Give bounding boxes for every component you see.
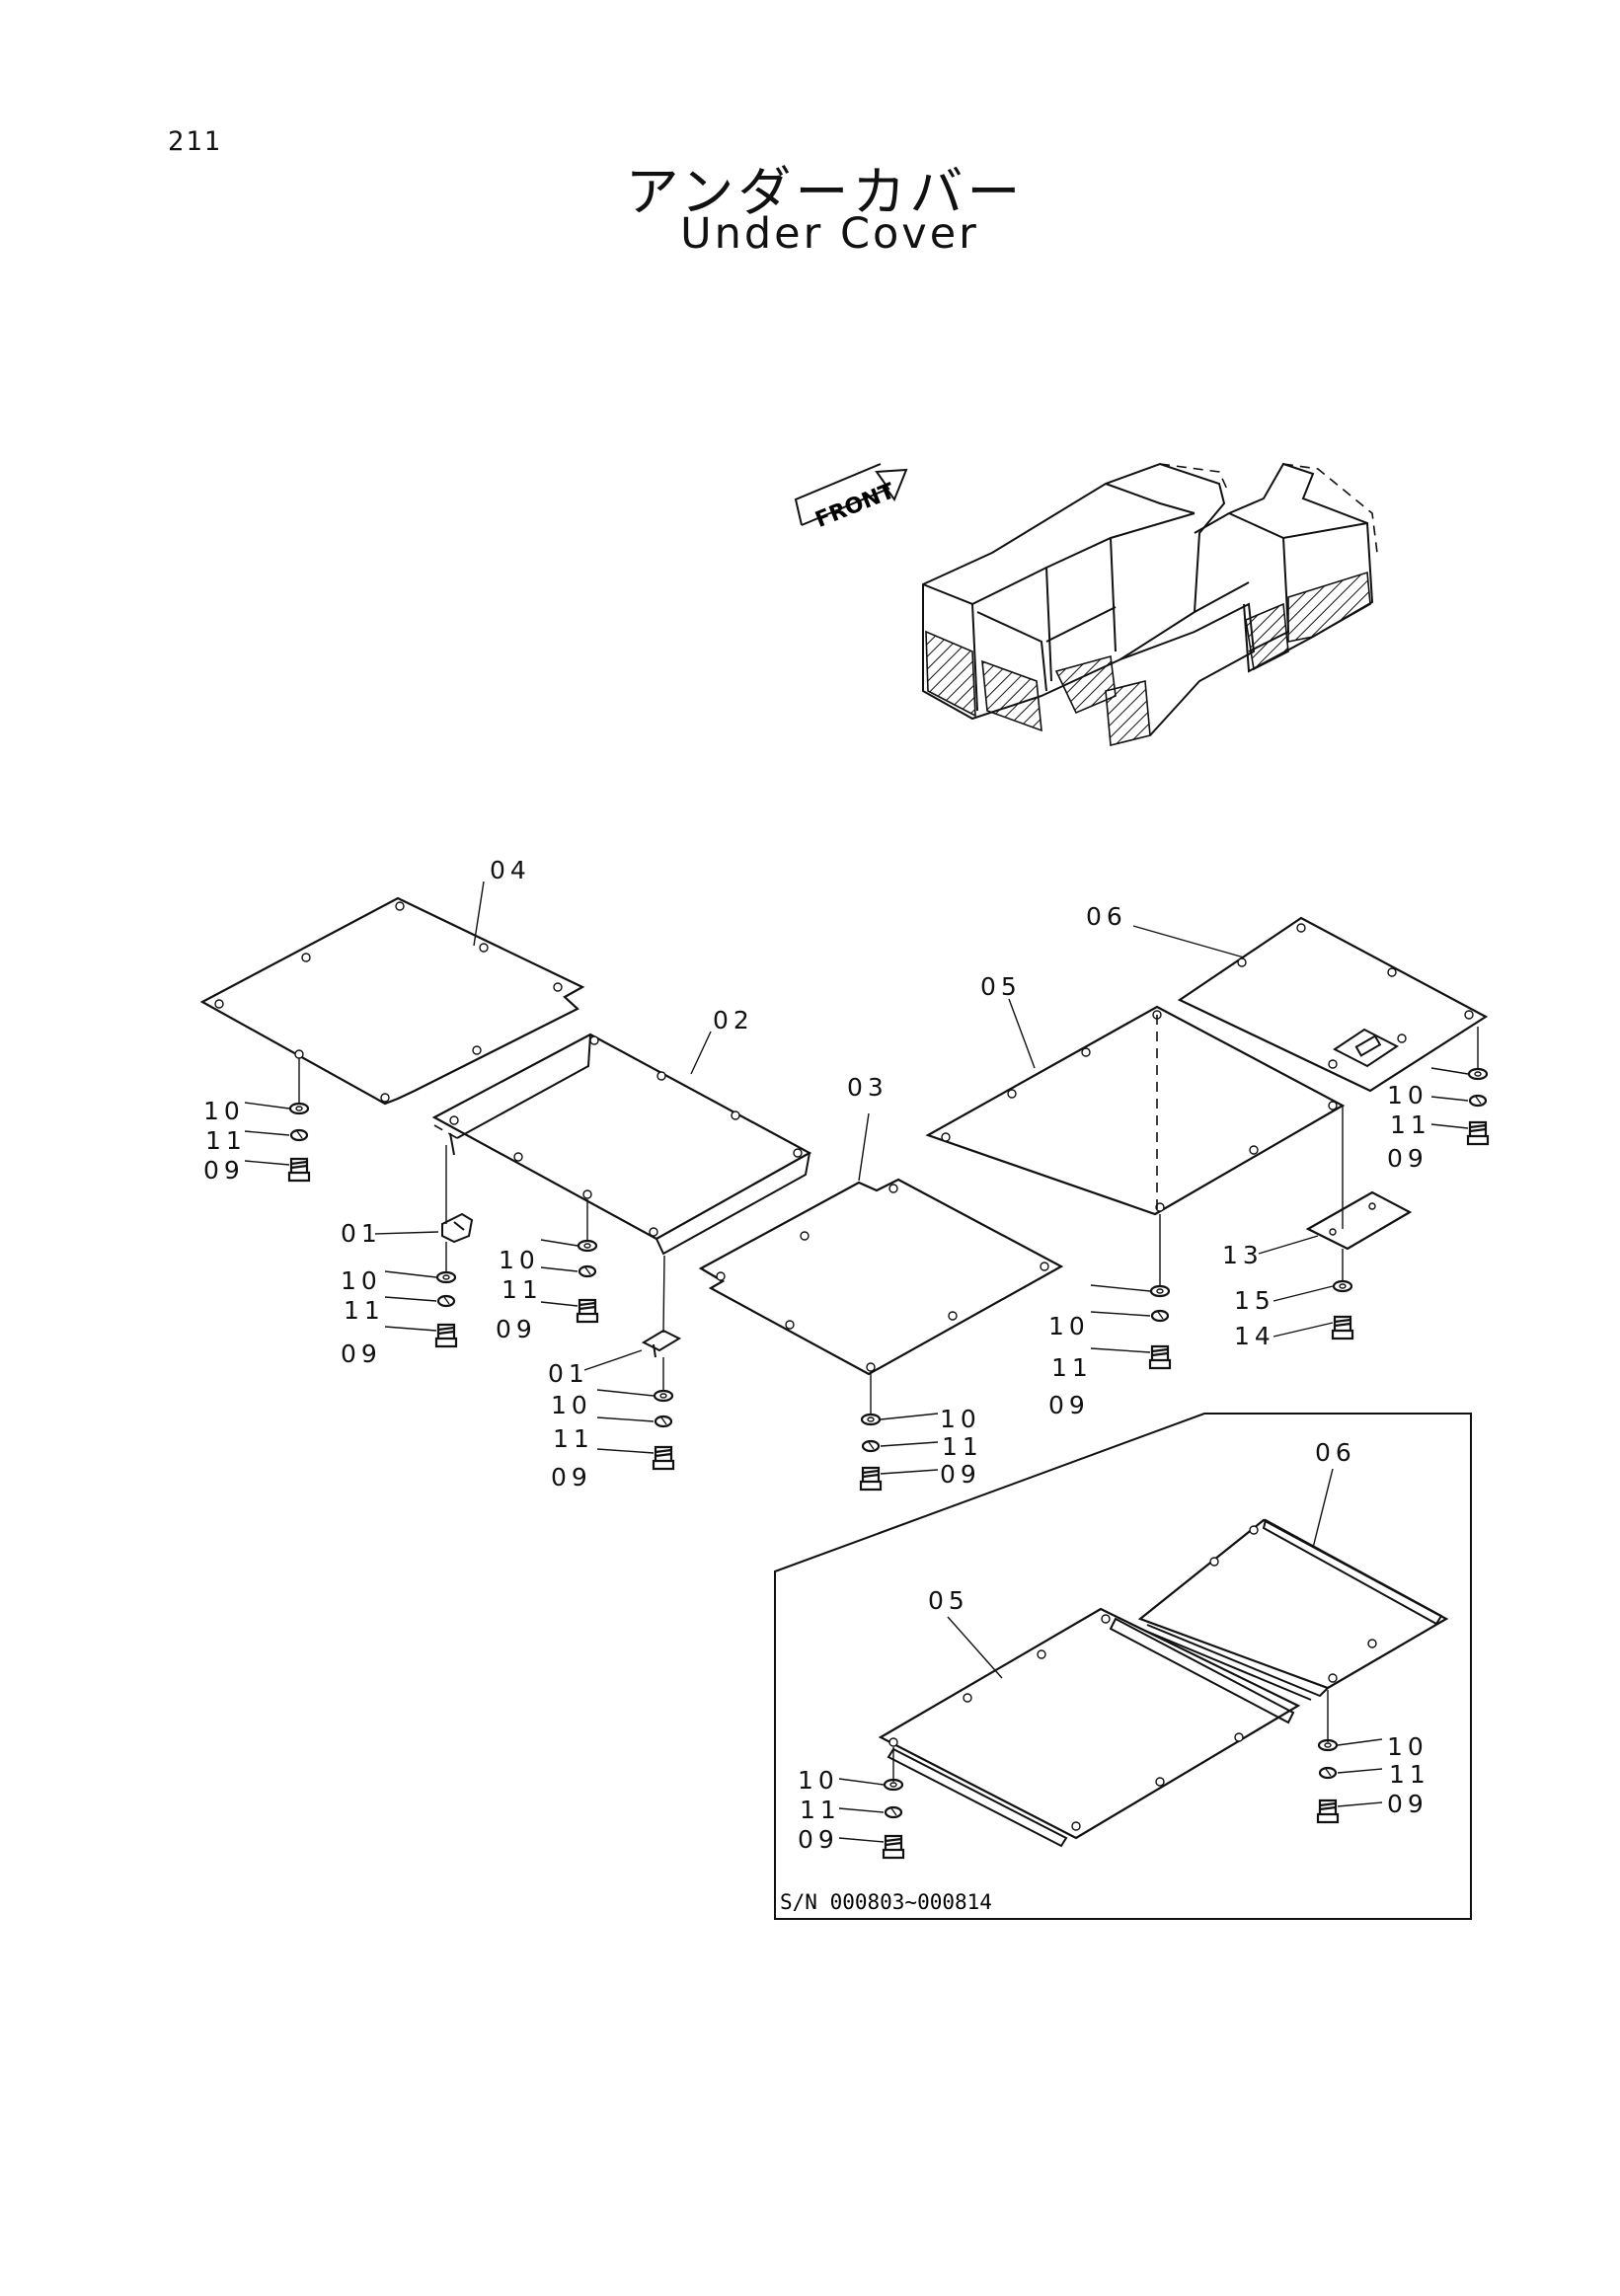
flat-washer-15 <box>1332 1279 1353 1293</box>
label-03: 03 <box>847 1073 888 1102</box>
label-02: 02 <box>713 1006 754 1034</box>
assembly-lines <box>298 1015 1479 1416</box>
flat-washer-4 <box>653 1389 674 1403</box>
label-g1-10: 10 <box>203 1097 245 1125</box>
label-g5-11: 11 <box>942 1432 983 1461</box>
bolt-5 <box>859 1466 883 1492</box>
flat-washer-2 <box>435 1270 457 1284</box>
machine-overview <box>922 462 1378 747</box>
label-g4-11: 11 <box>553 1424 594 1453</box>
title-english: Under Cover <box>680 209 979 259</box>
page-number: 211 <box>168 126 222 157</box>
flat-washer-3 <box>577 1239 598 1253</box>
label-14: 14 <box>1234 1322 1275 1350</box>
title-japanese: アンダーカバー <box>625 161 1025 223</box>
label-g4-10: 10 <box>551 1391 592 1419</box>
inset-box <box>774 1413 1472 1920</box>
label-01-lower: 01 <box>548 1359 589 1388</box>
label-g2-11: 11 <box>344 1296 385 1325</box>
bolt-14 <box>1331 1315 1354 1340</box>
label-01-upper: 01 <box>341 1219 382 1248</box>
label-g3-09: 09 <box>496 1315 537 1343</box>
hardware-stacks <box>244 1067 1490 1860</box>
label-g8-11: 11 <box>800 1796 841 1824</box>
label-inset-05: 05 <box>928 1586 969 1615</box>
label-g5-10: 10 <box>940 1405 981 1433</box>
plate-06 <box>1132 916 1489 1093</box>
label-g2-09: 09 <box>341 1339 382 1368</box>
label-04: 04 <box>490 856 531 884</box>
label-g3-11: 11 <box>501 1275 543 1304</box>
label-g7-11: 11 <box>1390 1110 1431 1139</box>
label-g6-10: 10 <box>1048 1312 1090 1340</box>
bolt-8 <box>882 1834 905 1860</box>
flat-washer-5 <box>860 1413 882 1426</box>
flat-washer-7 <box>1467 1067 1489 1081</box>
label-15: 15 <box>1234 1286 1275 1315</box>
label-g1-11: 11 <box>205 1126 247 1155</box>
label-g6-09: 09 <box>1048 1391 1090 1419</box>
label-inset-06: 06 <box>1315 1438 1356 1467</box>
flat-washer-6 <box>1149 1284 1171 1298</box>
bolt-4 <box>652 1445 675 1471</box>
bolt-3 <box>576 1298 599 1324</box>
label-g2-10: 10 <box>341 1266 382 1295</box>
label-g7-10: 10 <box>1387 1081 1428 1110</box>
bolt-7 <box>1466 1120 1490 1146</box>
bracket-01-upper <box>374 1212 474 1244</box>
label-g5-09: 09 <box>940 1460 981 1489</box>
label-g9-10: 10 <box>1387 1732 1428 1761</box>
label-g8-09: 09 <box>798 1825 839 1854</box>
label-g9-09: 09 <box>1387 1790 1428 1818</box>
bolt-6 <box>1148 1344 1172 1370</box>
label-13: 13 <box>1222 1241 1264 1269</box>
bolt-9 <box>1316 1799 1340 1824</box>
plate-02 <box>431 1031 812 1256</box>
label-g9-11: 11 <box>1389 1760 1430 1789</box>
label-05: 05 <box>980 972 1022 1001</box>
plate-03 <box>698 1112 1064 1376</box>
bolt-1 <box>287 1157 311 1183</box>
label-g7-09: 09 <box>1387 1144 1428 1173</box>
flat-washer-1 <box>288 1102 310 1115</box>
serial-note: S/N 000803~000814 <box>780 1890 992 1914</box>
bracket-01-lower <box>583 1329 682 1371</box>
label-06: 06 <box>1086 902 1127 931</box>
front-arrow-icon: FRONT <box>794 463 908 533</box>
plate-13 <box>1258 1190 1413 1255</box>
bolt-2 <box>434 1323 458 1348</box>
plate-04 <box>199 880 585 1106</box>
label-g3-10: 10 <box>499 1246 540 1274</box>
label-g6-11: 11 <box>1051 1353 1093 1382</box>
label-g1-09: 09 <box>203 1156 245 1185</box>
label-g4-09: 09 <box>551 1463 592 1492</box>
label-g8-10: 10 <box>798 1766 839 1795</box>
